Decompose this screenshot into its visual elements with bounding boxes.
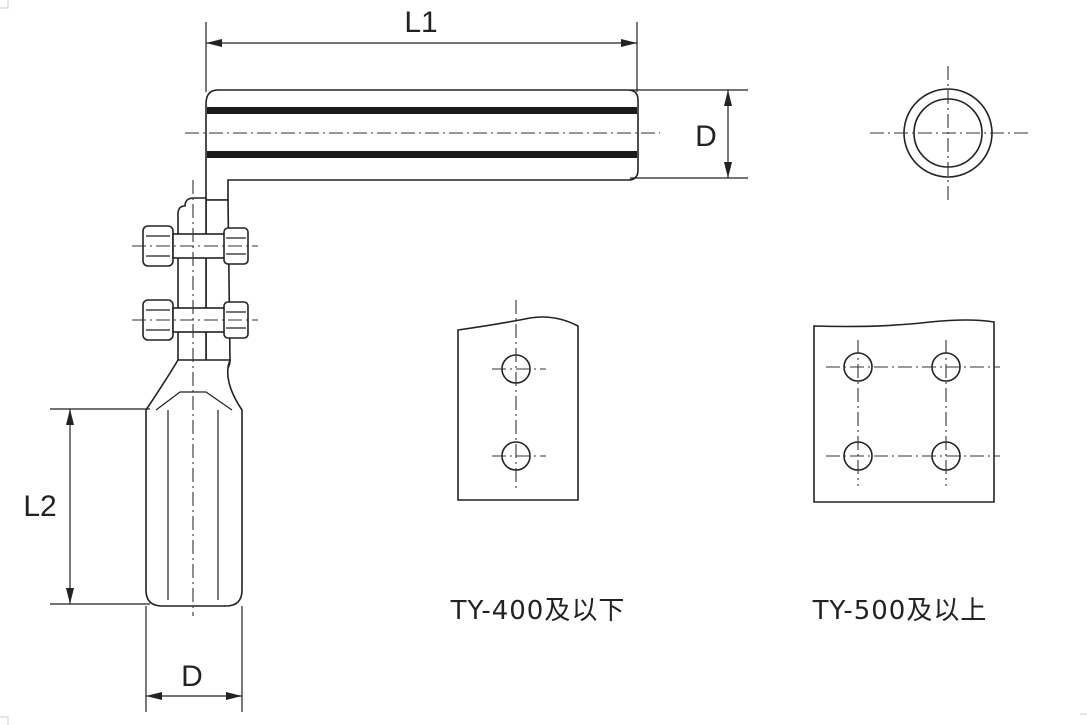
- dim-d-top: D: [630, 89, 748, 179]
- lug-side-view: [132, 89, 660, 616]
- dim-l1-label: L1: [404, 6, 437, 39]
- dim-l2: L2: [23, 408, 150, 605]
- dim-d-bottom-label: D: [181, 660, 203, 693]
- caption-ty500: TY-500及以上: [812, 596, 988, 626]
- palm-pattern-ty400: [457, 300, 579, 501]
- dim-d-top-label: D: [695, 120, 717, 153]
- lug-palm: [205, 199, 231, 373]
- palm-blade: [177, 197, 207, 373]
- lower-bolt: [132, 299, 258, 341]
- dim-d-bottom: D: [145, 606, 243, 712]
- bore-band-top: [207, 107, 637, 114]
- tube-end-view: [870, 66, 1028, 200]
- lug-barrel: [145, 359, 243, 607]
- caption-ty400: TY-400及以下: [450, 596, 626, 626]
- dim-l2-label: L2: [23, 490, 56, 523]
- lug-l-body: [205, 89, 639, 201]
- palm-pattern-ty500: [813, 319, 1000, 503]
- upper-bolt: [132, 225, 258, 267]
- bore-band-bottom: [207, 151, 637, 158]
- dim-l1: L1: [205, 6, 638, 92]
